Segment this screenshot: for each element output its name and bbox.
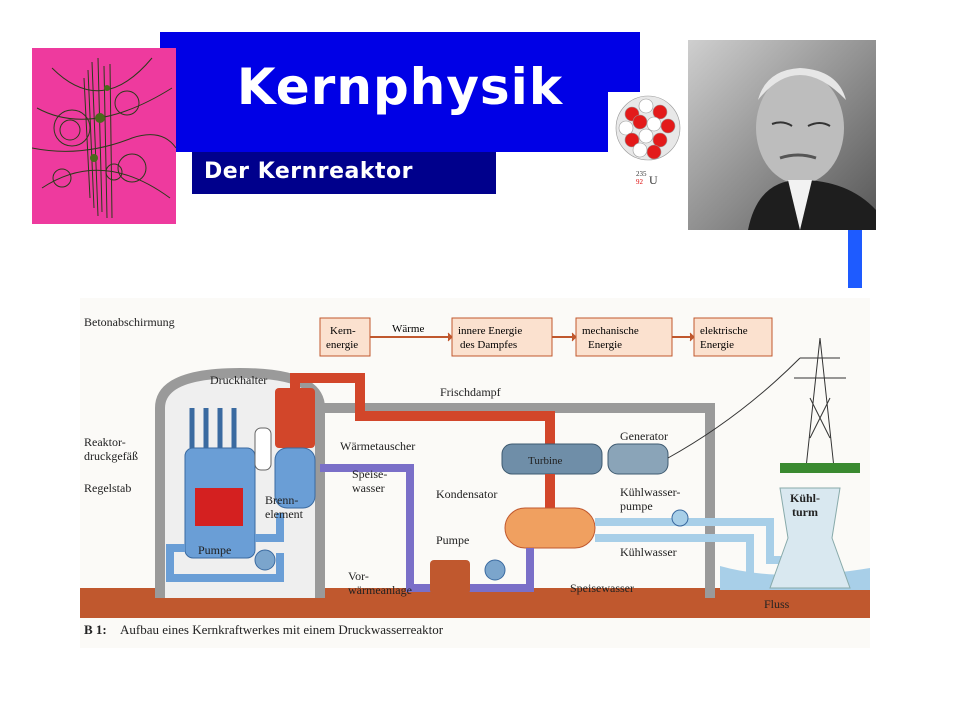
chain-mech-1: mechanische — [582, 325, 639, 337]
label-frischdampf: Frischdampf — [440, 385, 501, 399]
reactor-diagram: Kern- energie Wärme innere Energie des D… — [80, 298, 870, 648]
label-kuehlturm: Kühl- — [790, 491, 820, 505]
element-symbol: U — [649, 173, 658, 187]
label-kuehlpumpe: Kühlwasser- — [620, 485, 680, 499]
label-waermetauscher: Wärmetauscher — [340, 439, 415, 453]
label-vorwaerme: Vor- — [348, 569, 369, 583]
label-speisewasser-top: Speise- — [352, 467, 387, 481]
caption-text: Aufbau eines Kernkraftwerkes mit einem D… — [120, 622, 444, 637]
pressurizer — [254, 427, 272, 471]
chain-kernenergie-2: energie — [326, 339, 358, 351]
caption-prefix: B 1: — [84, 622, 107, 637]
power-pylon — [667, 337, 846, 469]
page-title: Kernphysik — [236, 58, 564, 116]
title-banner — [160, 32, 640, 152]
label-brenn-2: element — [265, 507, 304, 521]
chain-mech-2: Energie — [588, 339, 622, 351]
uranium-nucleus-icon: 235 92 U — [608, 92, 688, 192]
label-betonabschirmung: Betonabschirmung — [84, 315, 175, 329]
bubble-chamber-image — [32, 48, 176, 224]
atomic-number: 92 — [636, 178, 644, 186]
cooling-tower — [769, 487, 851, 589]
label-pumpe-mid: Pumpe — [436, 533, 469, 547]
chain-waerme: Wärme — [392, 323, 424, 335]
condenser — [504, 507, 596, 549]
primary-pump — [254, 549, 276, 571]
subtitle-banner — [192, 152, 496, 194]
label-druckhalter: Druckhalter — [210, 373, 267, 387]
generator — [607, 443, 669, 475]
label-regelstab: Regelstab — [84, 481, 131, 495]
portrait-photo — [688, 40, 876, 230]
feedwater-line — [320, 464, 534, 592]
chain-elektr-1: elektrische — [700, 325, 748, 337]
label-kuehlwasser: Kühlwasser — [620, 545, 677, 559]
label-brenn: Brenn- — [265, 493, 298, 507]
accent-stripe — [848, 228, 862, 288]
label-kondensator: Kondensator — [436, 487, 497, 501]
label-vorwaerme-2: wärmeanlage — [348, 583, 412, 597]
label-fluss: Fluss — [764, 597, 790, 611]
label-generator: Generator — [620, 429, 668, 443]
label-kuehlpumpe-2: pumpe — [620, 499, 653, 513]
chain-innere-2: des Dampfes — [460, 339, 517, 351]
label-reaktor-2: druckgefäß — [84, 449, 138, 463]
label-kuehlturm-2: turm — [792, 505, 818, 519]
label-reaktor: Reaktor- — [84, 435, 126, 449]
feedwater-pump — [484, 559, 506, 581]
label-pumpe-left: Pumpe — [198, 543, 231, 557]
page-subtitle: Der Kernreaktor — [204, 159, 414, 184]
energy-chain: Kern- energie Wärme innere Energie des D… — [319, 317, 773, 357]
label-speisewasser-top-2: wasser — [352, 481, 385, 495]
fuel-element — [195, 488, 243, 526]
label-turbine: Turbine — [528, 455, 563, 467]
chain-elektr-2: Energie — [700, 339, 734, 351]
fresh-steam-line — [290, 373, 555, 448]
steam-generator-top — [275, 388, 315, 448]
label-speisewasser-bottom: Speisewasser — [570, 581, 634, 595]
chain-innere-1: innere Energie — [458, 325, 522, 337]
chain-kernenergie-1: Kern- — [330, 325, 356, 337]
cooling-pump — [671, 509, 689, 527]
preheater — [430, 560, 470, 594]
mass-number: 235 — [636, 170, 647, 178]
grass — [780, 463, 860, 473]
heat-exchanger — [274, 447, 316, 509]
